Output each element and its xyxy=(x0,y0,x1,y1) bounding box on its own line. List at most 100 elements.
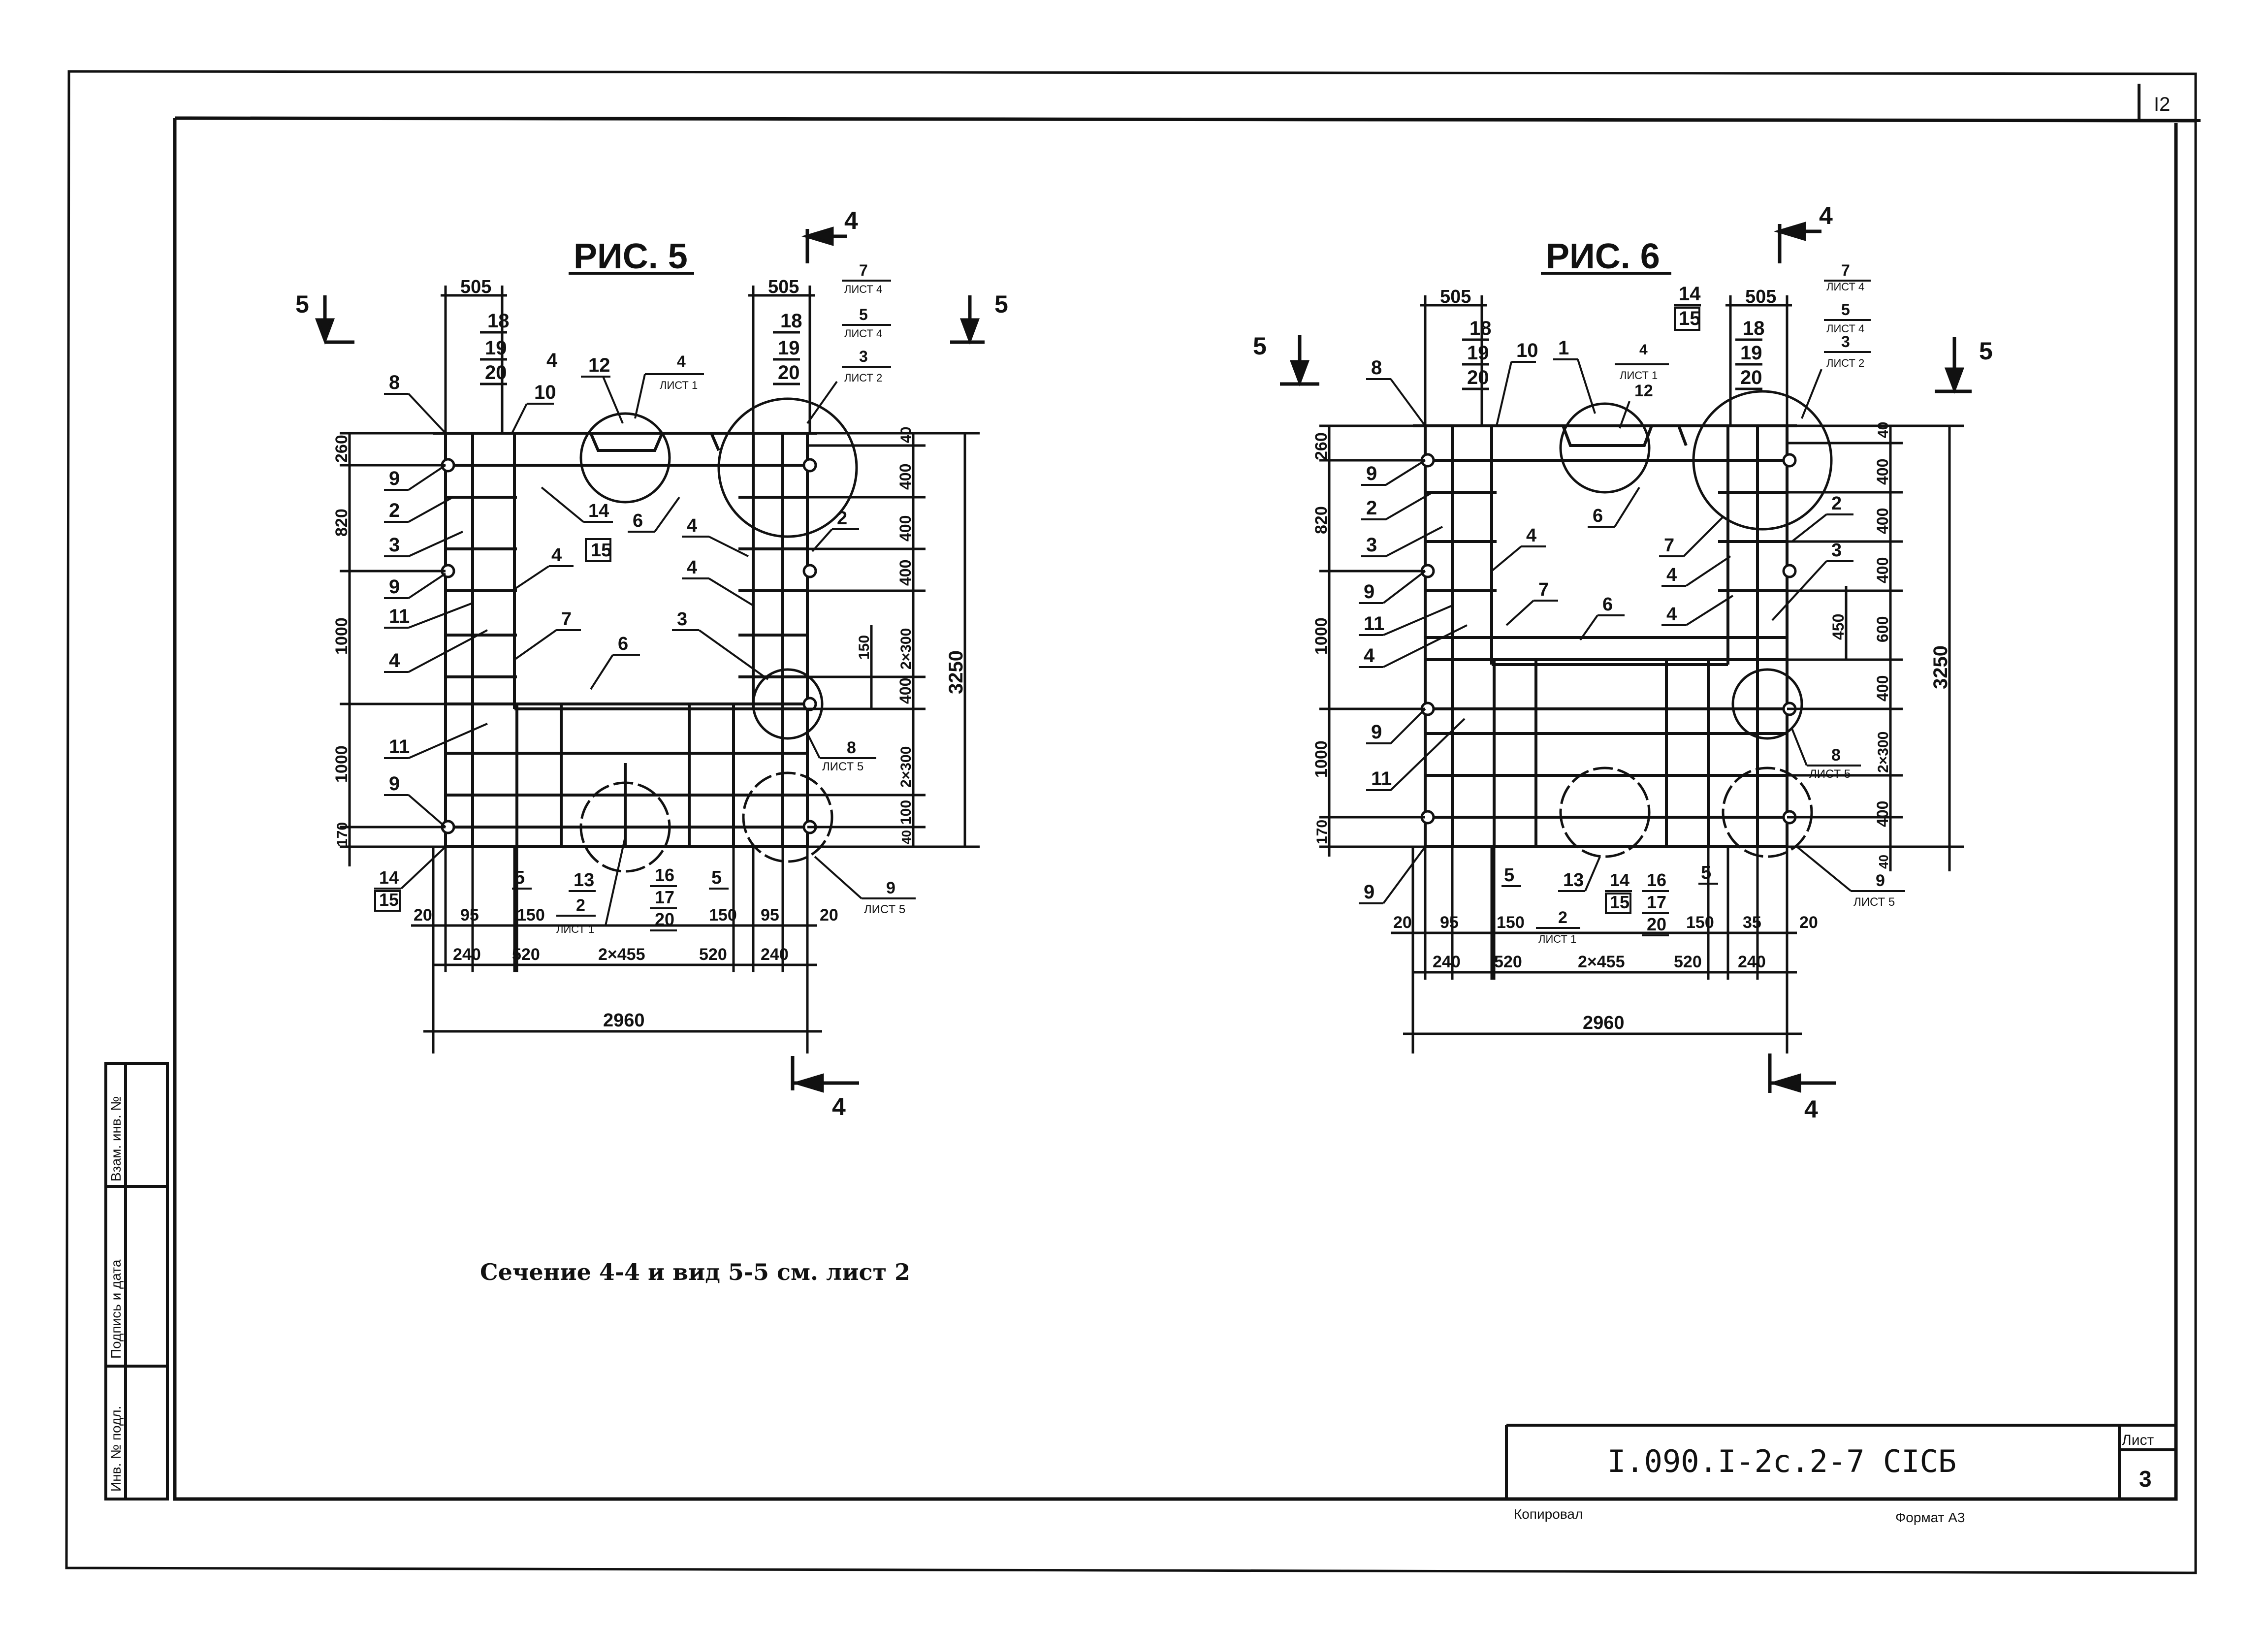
svg-text:20: 20 xyxy=(1647,914,1666,934)
fig6-top-dim-right: 505 xyxy=(1745,287,1776,307)
svg-text:15: 15 xyxy=(1610,892,1629,912)
svg-text:7: 7 xyxy=(1664,535,1674,556)
svg-text:1000: 1000 xyxy=(1312,617,1331,655)
svg-text:2×455: 2×455 xyxy=(598,945,645,964)
svg-text:9: 9 xyxy=(1366,463,1377,484)
svg-text:40: 40 xyxy=(899,830,914,844)
fig5-stack-right: 18 19 20 xyxy=(773,310,802,385)
svg-text:13: 13 xyxy=(1563,870,1584,891)
svg-text:150: 150 xyxy=(1686,913,1714,932)
svg-text:150: 150 xyxy=(709,906,737,925)
page-number: I2 xyxy=(2154,94,2170,115)
svg-text:10: 10 xyxy=(534,382,556,403)
fig6-total-width: 2960 xyxy=(1583,1013,1625,1033)
svg-text:15: 15 xyxy=(1679,308,1701,329)
svg-text:11: 11 xyxy=(1371,768,1392,790)
fig5-section-5-left xyxy=(315,295,354,345)
svg-text:20: 20 xyxy=(485,362,507,383)
fig5-title: РИС. 5 xyxy=(574,237,688,276)
fig6-inner-positions: 6 4 7 6 7 4 4 2 3 xyxy=(1491,486,1853,641)
format-label: Формат А3 xyxy=(1895,1510,1965,1525)
svg-text:1: 1 xyxy=(1558,337,1569,359)
svg-text:9: 9 xyxy=(1364,881,1374,903)
svg-text:170: 170 xyxy=(1314,820,1330,844)
stamp-code: I.090.I-2c.2-7 CICБ xyxy=(1607,1443,1956,1479)
fig5-inner-positions: 14 15 6 4 7 6 4 4 2 3 xyxy=(511,486,859,690)
fig6-refs-right-top: 7 ЛИСТ 4 5 ЛИСТ 4 3 ЛИСТ 2 xyxy=(1801,261,1871,419)
fig6-sec4-bottom-label: 4 xyxy=(1804,1095,1818,1123)
fig6-top-dim-left: 505 xyxy=(1440,287,1471,307)
fig6-sec4-top-label: 4 xyxy=(1819,202,1833,229)
svg-text:11: 11 xyxy=(389,736,410,758)
svg-text:8: 8 xyxy=(1371,357,1382,379)
svg-text:520: 520 xyxy=(512,945,540,964)
svg-text:9: 9 xyxy=(389,773,400,795)
svg-text:400: 400 xyxy=(1874,675,1891,702)
svg-text:2: 2 xyxy=(1558,908,1567,927)
svg-text:450: 450 xyxy=(1829,614,1847,640)
fig5-bottom-dims-lines xyxy=(411,847,822,1053)
fig5-sec4-bottom-label: 4 xyxy=(832,1093,846,1120)
fig5-top-refs: 12 4 ЛИСТ 1 4 8 10 xyxy=(384,350,704,434)
svg-text:260: 260 xyxy=(1312,432,1331,460)
fig6-left-dims xyxy=(1319,424,1425,857)
fig6-list5-refs: 8 ЛИСТ 5 9 ЛИСТ 5 xyxy=(1791,728,1905,909)
fig6-bottom-marks: 5 13 2 ЛИСТ 1 14 15 16 17 20 5 xyxy=(1501,856,1718,945)
svg-text:6: 6 xyxy=(633,511,643,531)
svg-text:2: 2 xyxy=(576,896,585,915)
svg-text:4: 4 xyxy=(1526,525,1536,546)
svg-text:1000: 1000 xyxy=(332,617,351,655)
svg-text:520: 520 xyxy=(1494,953,1522,971)
svg-text:3: 3 xyxy=(1366,534,1377,556)
svg-text:ЛИСТ 5: ЛИСТ 5 xyxy=(1809,767,1851,781)
svg-text:10: 10 xyxy=(1516,340,1538,361)
svg-text:6: 6 xyxy=(1602,594,1613,615)
svg-text:8: 8 xyxy=(847,738,856,757)
fig5-bottom-dim-labels: 20 95 150 150 95 20 240 520 2×455 520 24… xyxy=(414,906,838,1031)
svg-text:7: 7 xyxy=(561,609,572,630)
fig5-sec5-right-label: 5 xyxy=(994,290,1008,318)
svg-text:15: 15 xyxy=(591,540,611,561)
svg-text:18: 18 xyxy=(487,310,510,332)
fig6-right-dim-labels: 40 400 400 400 600 400 2×300 400 40 450 … xyxy=(1829,422,1951,869)
fig6-top-dims xyxy=(1420,295,1792,426)
title-block xyxy=(1505,1424,2177,1499)
svg-text:8: 8 xyxy=(389,372,400,393)
fig6-frame xyxy=(1413,424,1797,848)
svg-text:600: 600 xyxy=(1874,616,1891,642)
svg-text:9: 9 xyxy=(1371,721,1382,743)
fig5-detail-circles xyxy=(579,397,858,873)
svg-text:ЛИСТ 4: ЛИСТ 4 xyxy=(1826,322,1864,335)
svg-text:1000: 1000 xyxy=(1312,740,1331,778)
svg-text:8: 8 xyxy=(1831,746,1841,765)
svg-text:4: 4 xyxy=(687,515,697,536)
svg-text:400: 400 xyxy=(1874,459,1891,485)
fig5-refs-right-top: 7 ЛИСТ 4 5 ЛИСТ 4 3 ЛИСТ 2 xyxy=(806,261,891,424)
fig5-stack-left: 18 19 20 xyxy=(480,310,510,385)
inv-label: Инв. № подл. xyxy=(108,1406,124,1492)
fig5-right-dims xyxy=(807,432,980,848)
svg-text:2: 2 xyxy=(389,500,400,521)
svg-text:20: 20 xyxy=(1467,367,1489,388)
svg-text:2×300: 2×300 xyxy=(898,746,914,788)
fig6-section-4-top xyxy=(1773,222,1821,263)
svg-text:4: 4 xyxy=(1666,604,1677,625)
fig5-left-dims xyxy=(340,432,446,866)
fig6-left-dim-labels: 260 820 1000 1000 170 xyxy=(1312,432,1331,844)
fig5-sec4-top-label: 4 xyxy=(844,207,858,234)
svg-text:2×300: 2×300 xyxy=(898,628,914,670)
svg-text:7: 7 xyxy=(1538,579,1549,600)
fig6-sec5-right-label: 5 xyxy=(1979,337,1993,365)
svg-text:2×455: 2×455 xyxy=(1578,953,1625,971)
svg-text:4: 4 xyxy=(389,650,400,671)
svg-text:400: 400 xyxy=(1874,508,1891,534)
sheet-number: 3 xyxy=(2139,1466,2152,1492)
svg-text:13: 13 xyxy=(574,870,594,891)
fig5-section-5-right xyxy=(950,295,985,345)
svg-text:520: 520 xyxy=(699,945,727,964)
fig6-section-5-left xyxy=(1280,335,1319,386)
fig6-total-height: 3250 xyxy=(1930,645,1951,689)
svg-text:ЛИСТ 5: ЛИСТ 5 xyxy=(864,903,905,916)
fig5-left-dim-labels: 260 820 1000 1000 170 xyxy=(332,435,351,847)
